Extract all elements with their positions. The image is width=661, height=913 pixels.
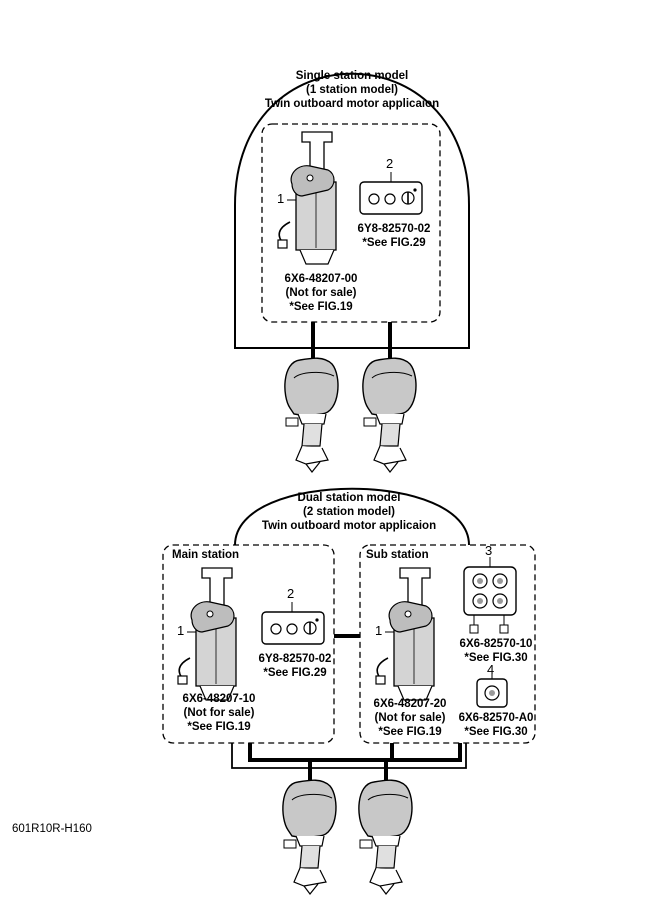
switch-panel-single bbox=[359, 181, 423, 215]
remote-control-single-label: 6X6-48207-00 (Not for sale) *See FIG.19 bbox=[284, 273, 358, 313]
single-station-outline bbox=[234, 72, 470, 349]
outboard-motor-dual-right bbox=[358, 779, 413, 895]
switch-panel-main bbox=[261, 611, 325, 645]
remote-control-main bbox=[177, 567, 237, 701]
dual-station-title: Dual station model (2 station model) Twi… bbox=[261, 492, 437, 532]
main-station-label: Main station bbox=[172, 549, 240, 561]
callout-1-sub: 1 bbox=[375, 623, 383, 638]
sub-station-dashed-box bbox=[359, 544, 536, 744]
outboard-motor-dual-left bbox=[282, 779, 337, 895]
figure-code: 601R10R-H160 bbox=[12, 823, 92, 835]
remote-control-sub bbox=[375, 567, 435, 701]
callout-3-sub: 3 bbox=[485, 543, 493, 558]
outboard-motor-single-right bbox=[362, 357, 417, 473]
callout-1-main: 1 bbox=[177, 623, 185, 638]
callout-4-sub: 4 bbox=[487, 662, 495, 677]
sub-station-label: Sub station bbox=[366, 549, 429, 561]
single-station-dashed-box bbox=[261, 123, 441, 323]
outboard-motor-single-left bbox=[284, 357, 339, 473]
remote-control-main-label: 6X6-48207-10 (Not for sale) *See FIG.19 bbox=[182, 693, 256, 733]
callout-2-main: 2 bbox=[287, 586, 295, 601]
single-panel-sub-label: 6X6-82570-A0 *See FIG.30 bbox=[458, 712, 534, 738]
switch-panel-main-label: 6Y8-82570-02 *See FIG.29 bbox=[258, 653, 332, 679]
single-station-title: Single station model (1 station model) T… bbox=[264, 70, 440, 110]
remote-control-sub-label: 6X6-48207-20 (Not for sale) *See FIG.19 bbox=[373, 698, 447, 738]
switch-panel-single-label: 6Y8-82570-02 *See FIG.29 bbox=[357, 223, 431, 249]
quad-panel-sub-label: 6X6-82570-10 *See FIG.30 bbox=[459, 638, 533, 664]
dual-station-arch bbox=[234, 487, 470, 546]
callout-2-single: 2 bbox=[386, 156, 394, 171]
quad-panel-sub bbox=[463, 566, 517, 616]
callout-1-single: 1 bbox=[277, 191, 285, 206]
remote-control-single bbox=[277, 131, 337, 265]
single-panel-sub bbox=[476, 678, 508, 708]
